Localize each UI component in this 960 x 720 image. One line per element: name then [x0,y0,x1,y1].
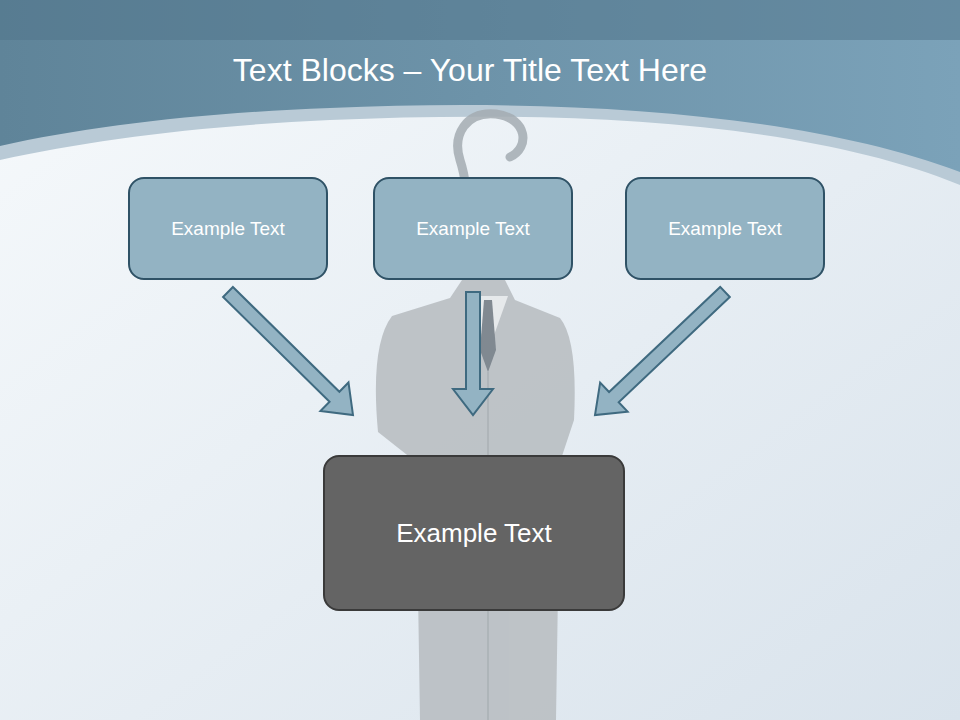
slide-title: Text Blocks – Your Title Text Here [0,52,940,89]
box-label: Example Text [416,218,530,240]
top-text-box: Example Text [373,177,573,280]
block-arrow [453,292,493,415]
band-swoosh [0,0,960,185]
band-shade [0,0,960,40]
necktie [480,300,496,372]
box-label: Example Text [668,218,782,240]
top-text-box: Example Text [625,177,825,280]
result-text-box: Example Text [323,455,625,611]
top-text-box: Example Text [128,177,328,280]
box-label: Example Text [396,518,552,549]
box-label: Example Text [171,218,285,240]
block-arrow [223,287,353,415]
title-band [0,0,960,172]
block-arrow [595,287,730,415]
